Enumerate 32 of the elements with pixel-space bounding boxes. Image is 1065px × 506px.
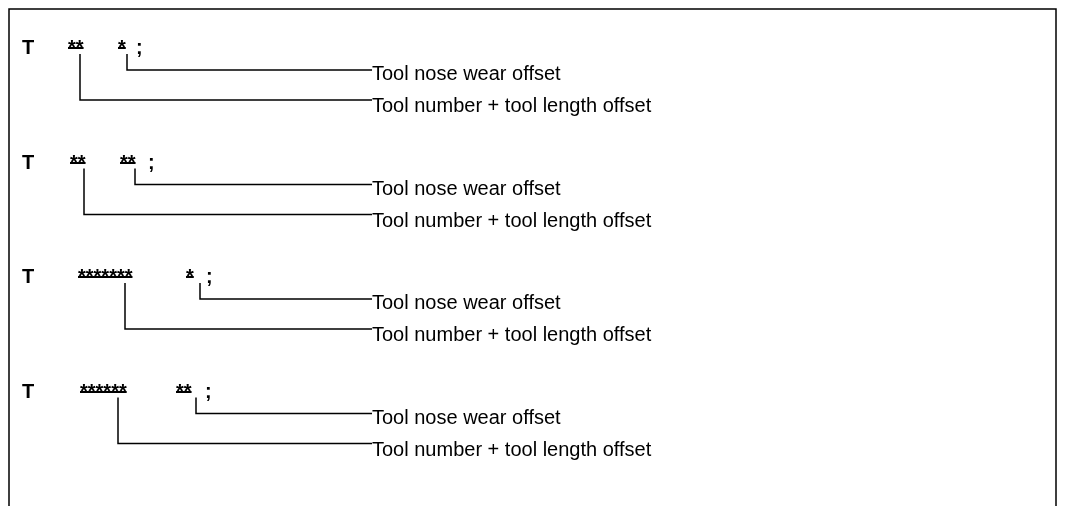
description-text: Tool number + tool length offset xyxy=(372,208,652,231)
code-field: * xyxy=(186,265,194,287)
semicolon: ; xyxy=(136,36,143,58)
code-letter: T xyxy=(22,36,35,58)
code-field: ** xyxy=(70,150,86,173)
semicolon: ; xyxy=(148,150,155,173)
leader-line xyxy=(124,282,373,330)
code-field: ** xyxy=(68,36,84,58)
description-text: Tool nose wear offset xyxy=(372,291,561,313)
semicolon: ; xyxy=(205,379,212,402)
description-text: Tool nose wear offset xyxy=(372,405,561,428)
code-letter: T xyxy=(22,150,35,173)
leader-line xyxy=(79,53,373,101)
code-field: ** xyxy=(120,150,136,173)
description-text: Tool nose wear offset xyxy=(372,176,561,199)
code-field: ****** xyxy=(80,379,127,402)
description-text: Tool number + tool length offset xyxy=(372,323,652,345)
description-text: Tool number + tool length offset xyxy=(372,94,652,116)
leader-line xyxy=(117,396,373,445)
leader-line xyxy=(126,53,373,71)
code-field: ******* xyxy=(78,265,133,287)
code-letter: T xyxy=(22,265,35,287)
leader-line xyxy=(83,167,373,216)
code-field: ** xyxy=(176,379,192,402)
leader-line xyxy=(199,282,373,300)
leader-line xyxy=(195,396,373,415)
semicolon: ; xyxy=(206,265,213,287)
description-text: Tool nose wear offset xyxy=(372,62,561,84)
leader-line xyxy=(134,167,373,186)
code-field: * xyxy=(118,36,126,58)
code-letter: T xyxy=(22,379,35,402)
description-text: Tool number + tool length offset xyxy=(372,437,652,460)
